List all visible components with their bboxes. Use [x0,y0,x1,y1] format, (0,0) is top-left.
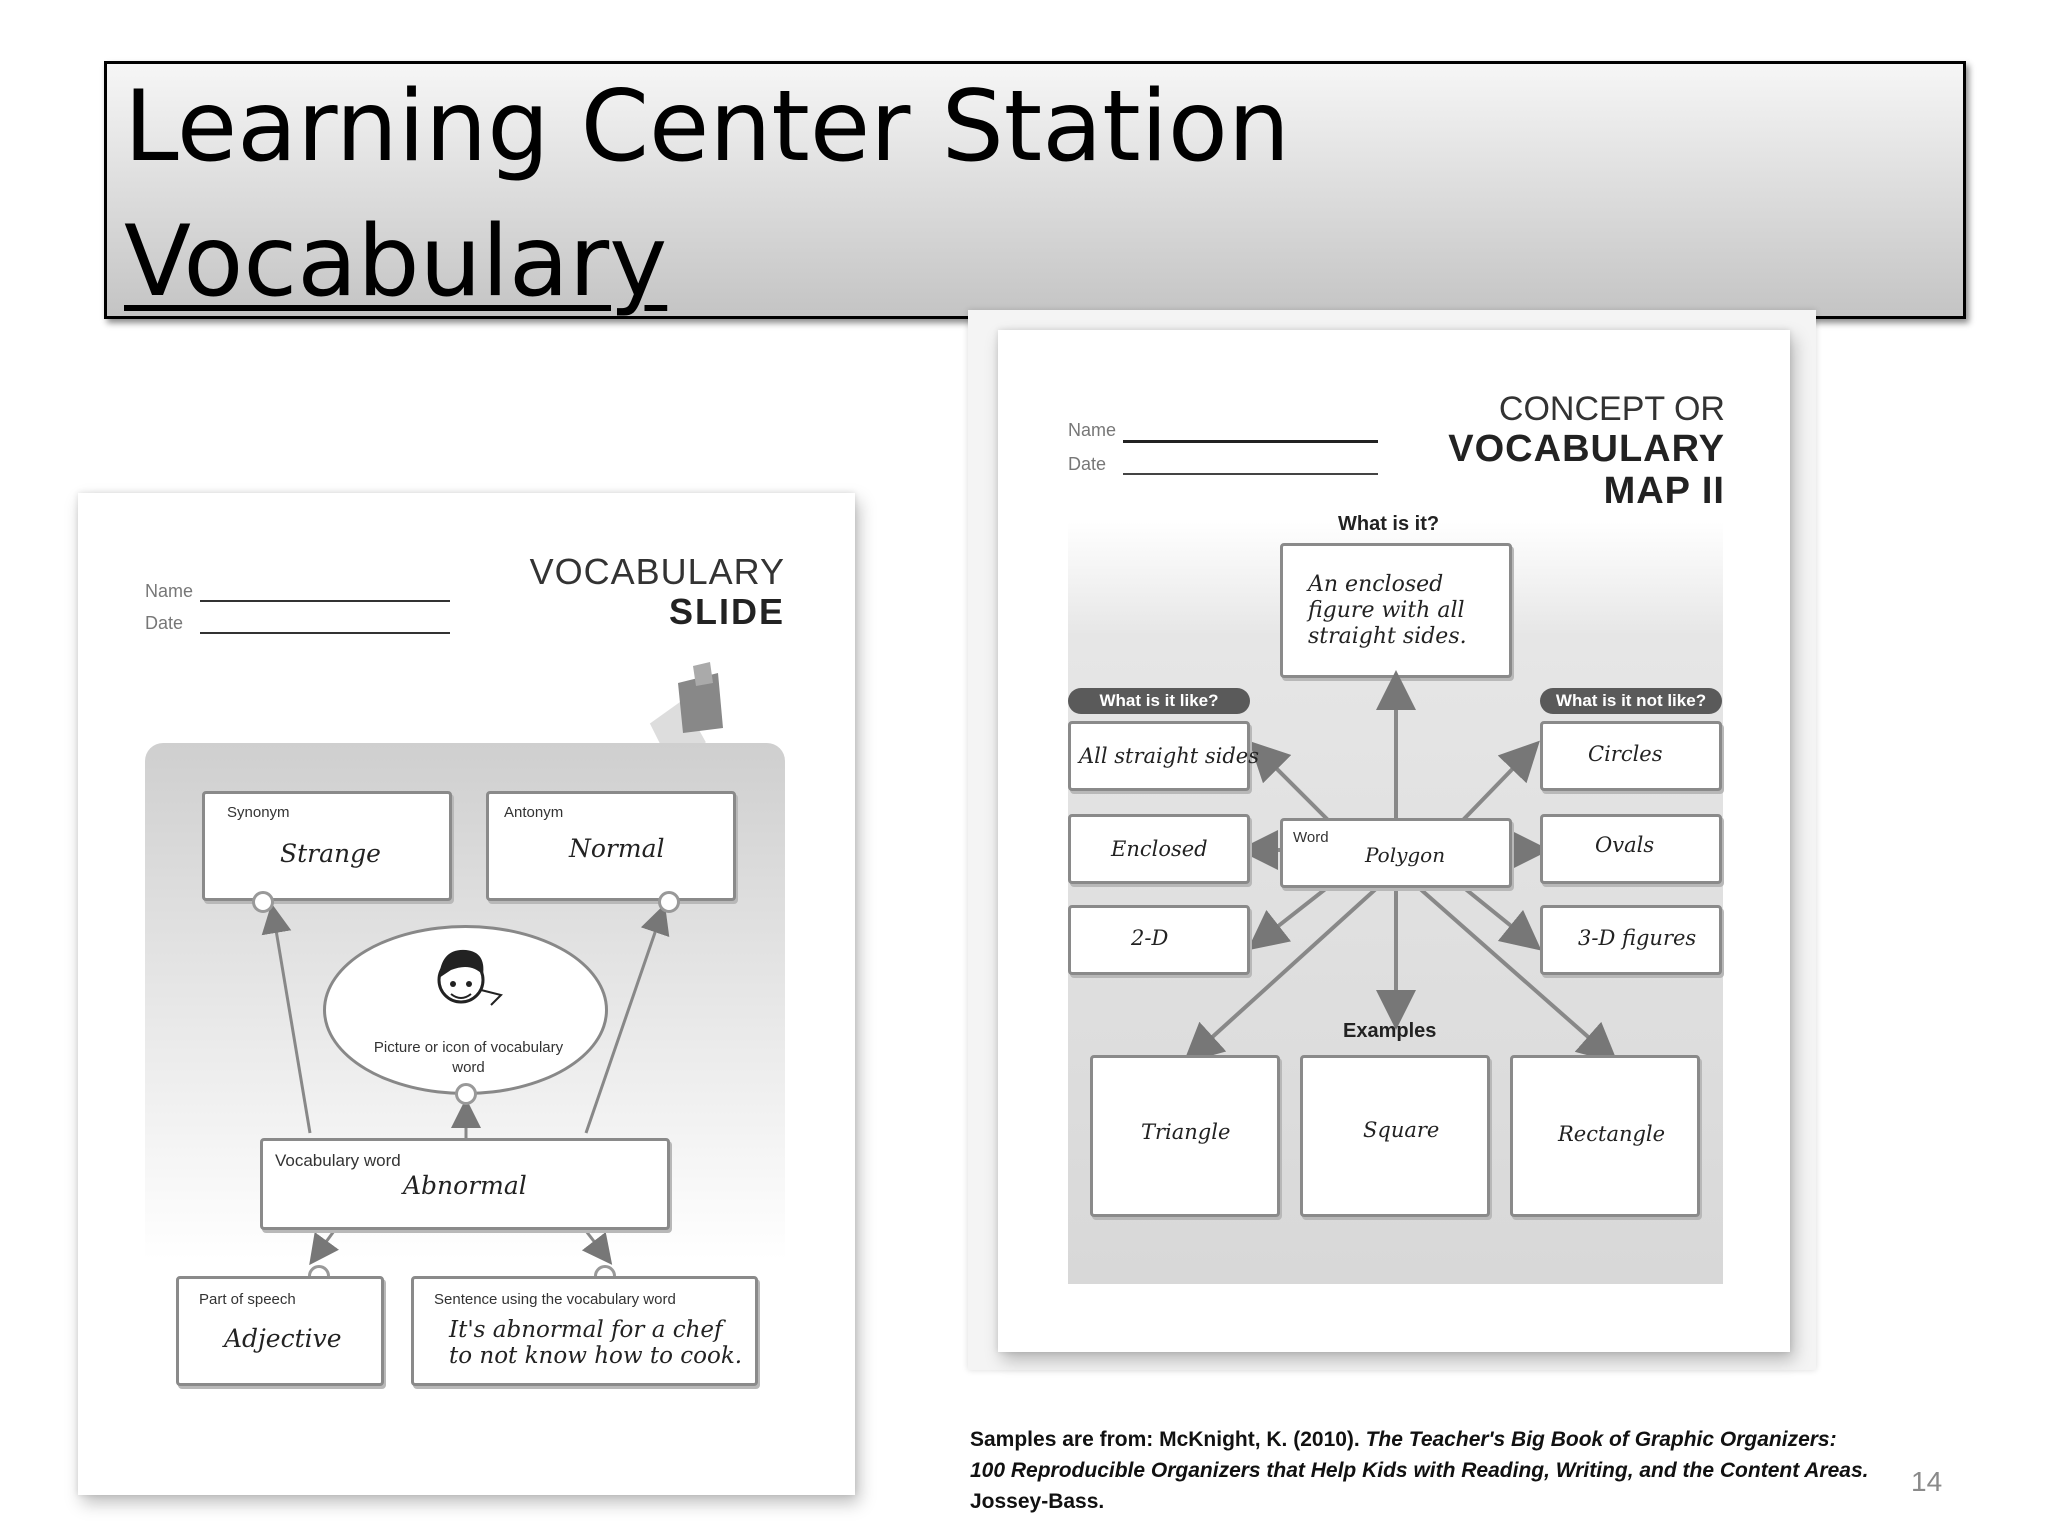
vocabulary-word-label: Vocabulary word [275,1151,401,1170]
like-heading: What is it like? [1068,688,1250,714]
connector-knob [658,891,680,913]
date-line [1123,473,1378,475]
synonym-label: Synonym [227,804,290,821]
like-item: Enclosed [1111,837,1208,861]
picture-label: Picture or icon of vocabulary word [373,1039,564,1076]
diagram-arrows [261,903,670,1266]
examples-heading: Examples [1343,1020,1437,1042]
not-like-item-box: 3-D figures [1540,905,1722,975]
example-item: Rectangle [1558,1122,1666,1146]
like-item: All straight sides [1079,744,1259,768]
page-number: 14 [1911,1466,1943,1497]
vocabulary-slide-worksheet: Name Date VOCABULARY SLIDE Synonym Stran… [78,493,855,1495]
not-like-item-box: Circles [1540,721,1722,791]
example-box: Square [1300,1055,1490,1217]
connector-knob [455,1083,477,1105]
name-line [1123,440,1378,443]
word-value: Polygon [1365,843,1446,867]
part-of-speech-box: Part of speech Adjective [176,1276,384,1386]
girl-cartoon-icon [437,949,503,1006]
connector-knob [252,891,274,913]
citation-publisher: Jossey-Bass. [970,1490,1105,1513]
worksheet-title-top: VOCABULARY [529,551,785,592]
slide-subtitle: Vocabulary [124,205,668,319]
worksheet-title-line-3: MAP II [1603,470,1725,512]
slide-title: Learning Center Station [124,70,1290,184]
like-item-box: Enclosed [1068,814,1250,884]
picture-oval: Picture or icon of vocabulary word [323,925,608,1095]
antonym-box: Antonym Normal [486,791,736,901]
example-box: Triangle [1090,1055,1280,1217]
like-item: 2-D [1131,926,1169,950]
citation-book-title: The Teacher's Big Book of Graphic Organi… [970,1428,1869,1482]
part-of-speech-value: Adjective [224,1324,342,1353]
like-item-box: 2-D [1068,905,1250,975]
worksheet-title-bottom: SLIDE [668,591,785,632]
date-line [200,632,450,634]
citation-prefix: Samples are from: McKnight, K. (2010). [970,1428,1366,1451]
concept-map-worksheet: Name Date CONCEPT OR VOCABULARY MAP II W… [998,330,1790,1352]
antonym-value: Normal [569,834,665,863]
date-label: Date [145,613,184,633]
vocabulary-word-value: Abnormal [403,1171,527,1200]
not-like-item: Circles [1588,742,1663,766]
sentence-line-2: to not know how to cook. [449,1343,743,1369]
what-is-it-box: An enclosed figure with all straight sid… [1280,543,1512,678]
part-of-speech-label: Part of speech [199,1291,296,1308]
title-banner [104,61,1966,319]
name-label: Name [145,581,194,601]
sentence-box: Sentence using the vocabulary word It's … [411,1276,758,1386]
synonym-box: Synonym Strange [202,791,452,901]
sentence-line-1: It's abnormal for a chef [449,1317,723,1343]
sentence-label: Sentence using the vocabulary word [434,1291,676,1308]
not-like-heading: What is it not like? [1540,688,1722,714]
name-line [200,600,450,602]
not-like-item-box: Ovals [1540,814,1722,884]
source-citation: Samples are from: McKnight, K. (2010). T… [970,1424,1870,1517]
worksheet-title-line-1: CONCEPT OR [1498,390,1725,428]
vocabulary-word-box: Vocabulary word Abnormal [260,1138,670,1230]
word-box: Word Polygon [1280,818,1512,888]
what-is-it-value: An enclosed figure with all straight sid… [1308,572,1467,649]
like-item-box: All straight sides [1068,721,1259,791]
worksheet-title-line-2: VOCABULARY [1448,428,1725,470]
antonym-label: Antonym [504,804,564,821]
not-like-item: Ovals [1595,833,1655,857]
name-label: Name [1068,420,1117,440]
date-label: Date [1068,454,1107,474]
not-like-item: 3-D figures [1578,926,1697,950]
example-item: Square [1363,1118,1440,1142]
example-box: Rectangle [1510,1055,1700,1217]
what-is-it-heading: What is it? [1338,513,1440,535]
word-label: Word [1293,829,1329,846]
diagram-arrows [1183,670,1619,1064]
synonym-value: Strange [280,839,381,868]
example-item: Triangle [1141,1120,1231,1144]
